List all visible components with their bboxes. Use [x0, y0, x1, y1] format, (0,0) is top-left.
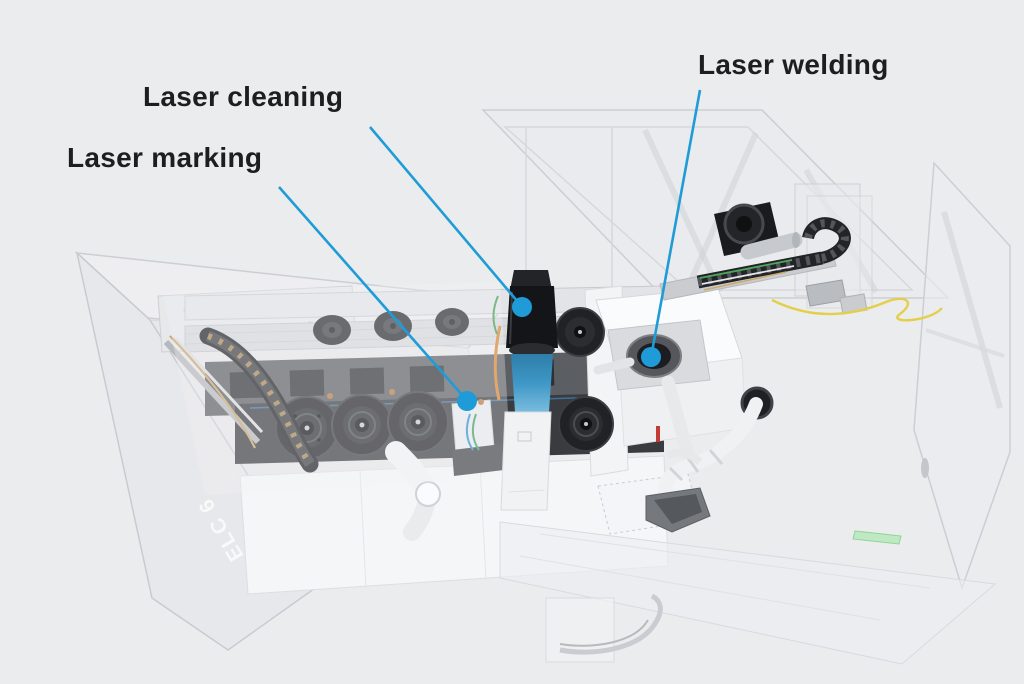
annotation-leaders	[278, 89, 702, 411]
cleaning-cabinet	[500, 411, 552, 511]
cleaning-station	[492, 270, 558, 511]
orange-cable	[493, 325, 502, 401]
enclosure-right-wall	[913, 161, 1011, 591]
blue-belt-band	[511, 354, 553, 412]
disc-spindle-upper-right	[555, 307, 605, 357]
tube-robot-arm	[645, 386, 774, 533]
robot-elbow-left	[385, 441, 441, 541]
cable-duct	[559, 593, 663, 655]
point-marker-welding	[641, 347, 661, 367]
green-wire	[492, 295, 499, 335]
point-marker-marking	[457, 391, 477, 411]
door-handle	[921, 458, 929, 478]
disc-spindle	[387, 391, 449, 453]
leader-line-marking	[278, 186, 464, 397]
disc-spindle-row	[275, 391, 449, 460]
gray-cylinder	[740, 232, 803, 260]
top-spool-row	[313, 308, 469, 345]
point-marker-cleaning	[512, 297, 532, 317]
bottom-cabinet	[545, 593, 663, 663]
leader-line-cleaning	[369, 126, 519, 303]
label-laser-cleaning: Laser cleaning	[143, 81, 344, 112]
floor-panels-right	[499, 521, 997, 665]
disc-spindle-lower-right	[558, 396, 614, 452]
leader-line-welding	[650, 89, 702, 353]
label-laser-welding: Laser welding	[698, 49, 889, 80]
front-glass-panel	[162, 282, 512, 495]
yellow-cable	[771, 297, 943, 322]
gold-wire	[169, 335, 256, 449]
disc-spindle	[331, 394, 393, 456]
cable-chain-left	[199, 327, 319, 473]
enclosure-roof-frame	[481, 109, 950, 299]
label-laser-marking: Laser marking	[67, 142, 263, 173]
status-light-bar	[852, 530, 902, 545]
cleaning-head-cap	[510, 270, 552, 290]
tilted-guide-bar	[163, 335, 264, 449]
